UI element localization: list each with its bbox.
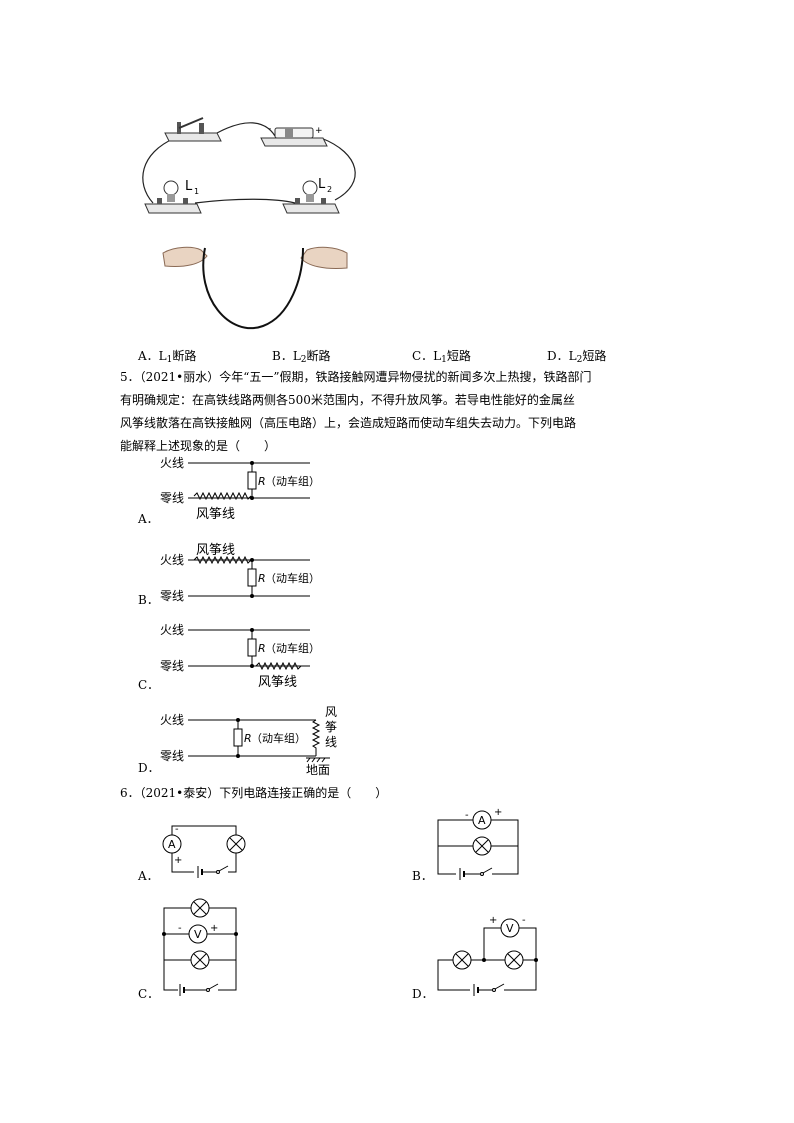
svg-text:（动车组）: （动车组）: [265, 571, 320, 585]
knife-switch-icon: [164, 117, 222, 142]
q6-option-a-label[interactable]: A．: [138, 869, 159, 883]
svg-text:风筝线: 风筝线: [196, 506, 235, 522]
svg-text:零线: 零线: [160, 589, 184, 603]
svg-text:-: -: [522, 915, 526, 926]
svg-text:-: -: [178, 923, 182, 934]
svg-text:-: -: [268, 124, 271, 134]
q4-option-d[interactable]: D．L2短路: [547, 349, 607, 365]
q4-option-b[interactable]: B．L2断路: [272, 349, 331, 365]
svg-text:风筝线: 风筝线: [196, 542, 235, 558]
svg-text:火线: 火线: [160, 553, 184, 567]
q6-circuit-a: A - +: [162, 824, 246, 878]
battery-icon: - +: [260, 124, 328, 147]
q6-circuit-c: V - +: [162, 898, 238, 996]
svg-text:A: A: [168, 838, 176, 851]
svg-text:V: V: [194, 928, 202, 941]
q6-option-b-label[interactable]: B．: [412, 869, 433, 883]
svg-text:地面: 地面: [306, 763, 330, 776]
q5-circuit-b: 风筝线 火线 零线 R （动车组）: [160, 542, 320, 603]
svg-text:A: A: [478, 814, 486, 827]
q5-circuit-c: 火线 零线 R （动车组） 风筝线: [160, 623, 320, 690]
svg-text:（动车组）: （动车组）: [251, 731, 306, 745]
q6-circuit-b: A - +: [437, 807, 519, 880]
bulb-l2-icon: L 2: [282, 177, 340, 214]
svg-text:+: +: [489, 915, 497, 926]
q5-circuit-a: 火线 零线 R （动车组） 风筝线: [160, 456, 320, 522]
svg-text:R: R: [244, 732, 252, 745]
q5-option-c-label[interactable]: C．: [138, 678, 160, 692]
svg-text:-: -: [465, 810, 469, 821]
svg-text:零线: 零线: [160, 749, 184, 763]
svg-text:零线: 零线: [160, 491, 184, 505]
svg-text:（动车组）: （动车组）: [265, 641, 320, 655]
svg-text:L: L: [185, 179, 193, 194]
q5-option-d-label[interactable]: D．: [138, 761, 160, 775]
svg-text:+: +: [315, 126, 323, 136]
svg-text:R: R: [258, 475, 266, 488]
q5-option-b-label[interactable]: B．: [138, 593, 159, 607]
svg-text:筝: 筝: [325, 719, 337, 734]
svg-text:零线: 零线: [160, 659, 184, 673]
svg-text:+: +: [174, 855, 182, 866]
q4-option-a[interactable]: A．L1断路: [138, 349, 197, 365]
q6-option-d-label[interactable]: D．: [412, 987, 434, 1001]
svg-text:火线: 火线: [160, 456, 184, 470]
svg-text:+: +: [210, 923, 218, 934]
svg-text:火线: 火线: [160, 623, 184, 637]
svg-text:-: -: [175, 824, 179, 835]
q5-circuit-d: 火线 零线 R （动车组） 风 筝 线 地面: [160, 705, 337, 776]
left-hand-icon: [162, 246, 208, 267]
q4-circuit-figure: - + L 1 L 2: [142, 117, 356, 329]
svg-text:R: R: [258, 642, 266, 655]
q5-stem: 5．（2021•丽水）今年“五一”假期，铁路接触网遭异物侵扰的新闻多次上热搜，铁…: [120, 370, 592, 453]
q6-option-c-label[interactable]: C．: [138, 987, 160, 1001]
svg-text:风筝线: 风筝线: [258, 674, 297, 690]
svg-text:V: V: [506, 922, 514, 935]
q5-option-a-label[interactable]: A．: [138, 512, 159, 526]
svg-text:（动车组）: （动车组）: [265, 474, 320, 488]
svg-text:+: +: [494, 807, 502, 818]
svg-text:线: 线: [325, 735, 337, 749]
svg-text:1: 1: [194, 187, 199, 196]
right-hand-icon: [300, 246, 348, 269]
svg-text:L: L: [318, 177, 326, 192]
svg-text:2: 2: [327, 185, 332, 194]
svg-text:R: R: [258, 572, 266, 585]
q6-stem: 6．（2021•泰安）下列电路连接正确的是（ ）: [120, 786, 388, 800]
q6-circuit-d: V + -: [437, 915, 538, 996]
q4-option-c[interactable]: C．L1短路: [412, 349, 471, 365]
bulb-l1-icon: L 1: [144, 179, 202, 214]
svg-text:火线: 火线: [160, 713, 184, 727]
svg-text:风: 风: [325, 705, 337, 719]
